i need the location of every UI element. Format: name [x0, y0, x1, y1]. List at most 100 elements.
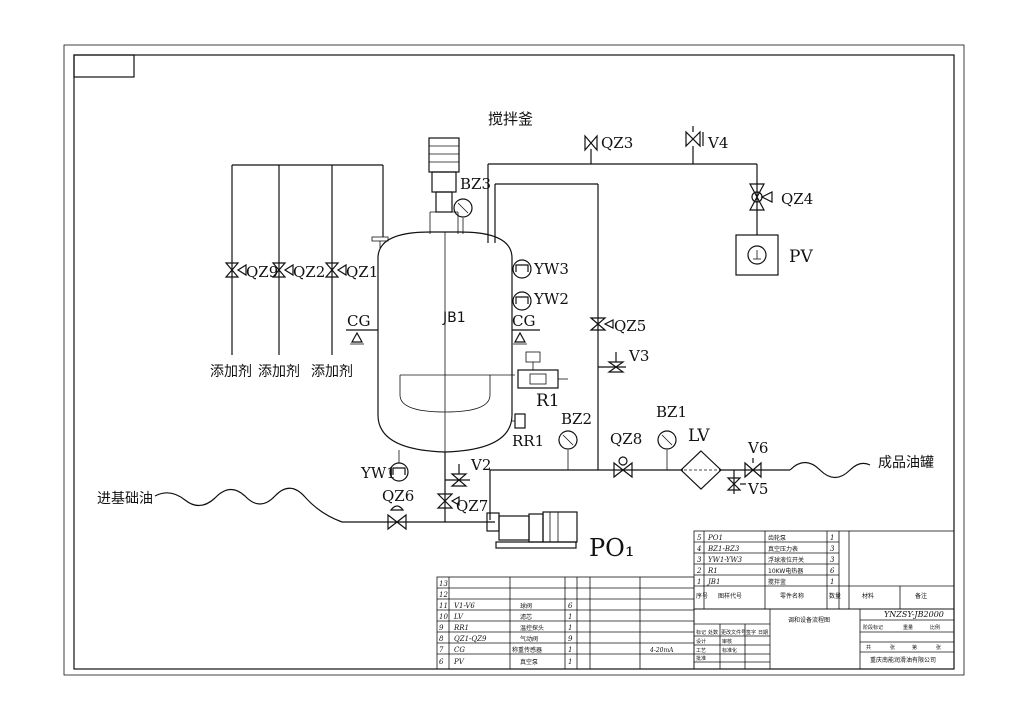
company-name: 重庆南能润滑油有限公司 — [870, 656, 936, 664]
svg-text:3: 3 — [697, 556, 702, 564]
svg-text:4-20mA: 4-20mA — [649, 647, 674, 654]
heater-r1 — [517, 351, 568, 389]
tag-yw1: YW1 — [360, 464, 396, 482]
svg-text:图样代号: 图样代号 — [718, 592, 742, 600]
svg-text:9: 9 — [568, 635, 573, 643]
svg-text:搅拌釜: 搅拌釜 — [768, 578, 786, 586]
svg-text:数量: 数量 — [829, 592, 841, 600]
additive-label-1: 添加剂 — [210, 364, 252, 380]
svg-text:3: 3 — [830, 545, 835, 553]
valve-qz2 — [271, 262, 294, 278]
drawing-number: YNZSY-JB2000 — [884, 610, 944, 619]
pressure-gauge-bz1 — [657, 430, 677, 470]
level-switch-yw2 — [512, 291, 532, 311]
valve-qz1 — [324, 262, 347, 278]
tag-bz1: BZ1 — [656, 403, 687, 421]
svg-text:重量: 重量 — [903, 624, 913, 631]
svg-text:审核: 审核 — [722, 638, 732, 645]
mixing-vessel — [371, 231, 515, 470]
svg-text:阶段标记: 阶段标记 — [863, 624, 883, 631]
svg-text:气动阀: 气动阀 — [520, 635, 538, 643]
tag-qz1: QZ1 — [346, 263, 378, 281]
svg-text:球阀: 球阀 — [520, 602, 532, 610]
svg-text:标记: 标记 — [696, 629, 706, 636]
svg-text:7: 7 — [439, 646, 444, 654]
svg-text:称重传感器: 称重传感器 — [512, 646, 542, 654]
additive-piping — [231, 164, 384, 355]
tag-v6: V6 — [747, 439, 768, 457]
valve-v2 — [445, 464, 470, 487]
vessel-label: JB1 — [442, 310, 466, 326]
tag-po1: PO₁ — [589, 534, 634, 562]
svg-text:浮球液位开关: 浮球液位开关 — [768, 556, 804, 564]
tag-v2: V2 — [470, 456, 491, 474]
svg-text:温控探头: 温控探头 — [520, 624, 544, 632]
tag-lv: LV — [688, 426, 710, 446]
temp-probe-rr1 — [512, 413, 526, 429]
svg-text:真空压力表: 真空压力表 — [768, 545, 798, 553]
svg-text:QZ1-QZ9: QZ1-QZ9 — [454, 635, 487, 643]
svg-text:6: 6 — [830, 567, 835, 575]
corner-box — [73, 54, 135, 78]
svg-text:1: 1 — [697, 578, 701, 586]
additive-label-2: 添加剂 — [258, 364, 300, 380]
additive-label-3: 添加剂 — [311, 364, 353, 380]
svg-text:滤芯: 滤芯 — [520, 613, 532, 621]
parts-list-lower — [436, 576, 695, 670]
inlet-label: 进基础油 — [97, 490, 153, 507]
svg-text:齿轮泵: 齿轮泵 — [768, 534, 786, 542]
sign-labels: 标记 处数 更改文件号 签字 日期 设计 审核 工艺 标准化 批准 阶段标记 重… — [696, 624, 941, 662]
pressure-gauge-bz3 — [453, 198, 473, 234]
svg-text:11: 11 — [439, 602, 448, 610]
valve-v3 — [598, 352, 626, 373]
svg-text:YW1-YW3: YW1-YW3 — [708, 556, 743, 564]
svg-text:PV: PV — [453, 658, 465, 666]
svg-text:第: 第 — [912, 644, 917, 651]
filter-lv — [680, 450, 722, 490]
svg-text:批准: 批准 — [696, 655, 706, 662]
outlet-flexible-line — [789, 461, 871, 479]
svg-text:1: 1 — [568, 613, 572, 621]
valve-qz7 — [436, 470, 460, 522]
outer-border — [63, 44, 965, 676]
svg-text:10: 10 — [439, 613, 448, 621]
tag-qz8: QZ8 — [610, 430, 642, 448]
svg-text:LV: LV — [453, 613, 464, 621]
svg-text:备注: 备注 — [915, 592, 927, 600]
svg-text:V1-V6: V1-V6 — [454, 602, 475, 610]
valve-qz6 — [387, 505, 407, 531]
svg-text:标准化: 标准化 — [722, 647, 737, 654]
svg-text:共: 共 — [866, 644, 871, 651]
svg-text:R1: R1 — [707, 567, 718, 575]
tag-r1: R1 — [536, 391, 560, 411]
svg-text:RR1: RR1 — [453, 624, 469, 632]
title-block-main — [693, 608, 955, 670]
tag-cg-left: CG — [347, 312, 370, 330]
valve-qz3 — [584, 134, 598, 164]
tag-bz3: BZ3 — [460, 175, 491, 193]
pressure-gauge-bz2 — [558, 430, 578, 470]
svg-text:1: 1 — [568, 646, 572, 654]
drawing-name: 调和设备流程图 — [788, 616, 830, 624]
svg-text:2: 2 — [696, 567, 702, 575]
load-cell-right — [512, 329, 540, 345]
tag-v4: V4 — [707, 134, 728, 152]
tag-yw2: YW2 — [533, 290, 569, 308]
svg-text:真空泵: 真空泵 — [520, 658, 538, 666]
tag-v3: V3 — [628, 347, 649, 365]
svg-text:日期: 日期 — [758, 630, 768, 636]
tag-qz2: QZ2 — [293, 263, 325, 281]
tag-qz9: QZ9 — [246, 263, 278, 281]
valve-qz4 — [748, 183, 773, 211]
svg-text:1: 1 — [830, 534, 834, 542]
tag-qz5: QZ5 — [614, 317, 646, 335]
svg-text:张: 张 — [890, 644, 895, 651]
svg-text:9: 9 — [439, 624, 444, 632]
tag-yw3: YW3 — [533, 260, 569, 278]
tag-cg-right: CG — [512, 312, 535, 330]
agitator-motor — [428, 137, 460, 234]
svg-text:PO1: PO1 — [707, 534, 723, 542]
svg-text:1: 1 — [830, 578, 834, 586]
vacuum-pump-pv — [735, 234, 779, 276]
